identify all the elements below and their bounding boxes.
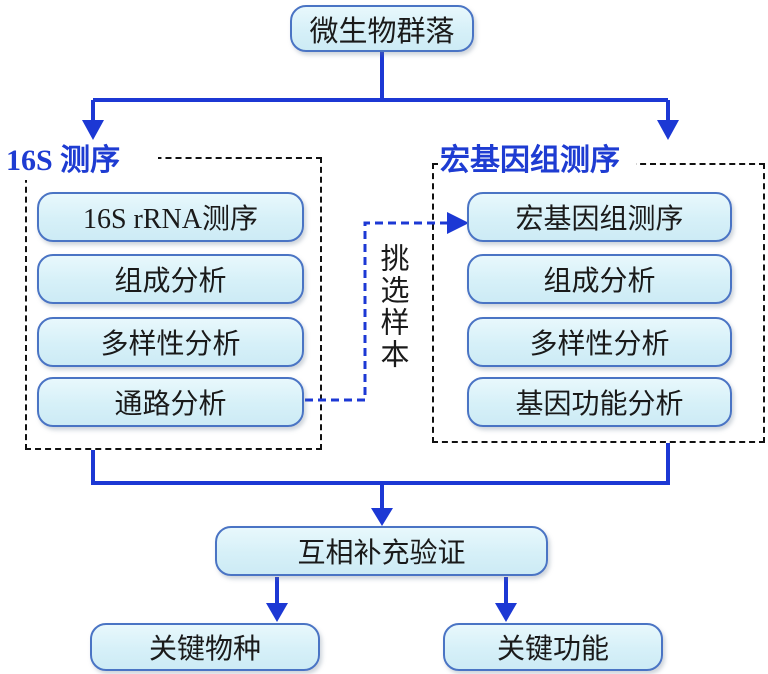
root-split-connector — [91, 52, 670, 122]
sample-selection-text: 挑选样本 — [376, 243, 408, 371]
right-group-title: 宏基因组测序 — [440, 142, 636, 180]
node-label: 关键物种 — [148, 634, 261, 665]
arrowhead-left-branch — [82, 120, 104, 140]
node-label: 通路分析 — [114, 389, 227, 420]
sample-selection-label: 挑选样本 — [371, 243, 413, 371]
node-left-diversity-analysis: 多样性分析 — [37, 317, 304, 367]
node-label: 基因功能分析 — [515, 389, 684, 420]
node-gene-function-analysis: 基因功能分析 — [467, 377, 732, 427]
left-group-title: 16S 测序 — [6, 142, 158, 180]
node-label: 多样性分析 — [100, 329, 241, 360]
arrowhead-right-branch — [657, 120, 679, 140]
node-metagenome-sequencing: 宏基因组测序 — [467, 192, 732, 242]
merge-connector — [91, 443, 670, 510]
arrowhead-output-right — [495, 603, 517, 622]
node-label: 组成分析 — [543, 266, 656, 297]
node-root: 微生物群落 — [290, 5, 474, 52]
node-pathway-analysis: 通路分析 — [37, 377, 304, 427]
right-group-title-label: 宏基因组测序 — [440, 144, 620, 177]
arrowhead-merge — [371, 508, 393, 526]
node-left-composition-analysis: 组成分析 — [37, 254, 304, 304]
node-key-species: 关键物种 — [90, 623, 320, 671]
node-16s-sequencing: 16S rRNA测序 — [37, 192, 304, 242]
left-group-title-label: 16S 测序 — [6, 144, 121, 177]
node-mutual-validation: 互相补充验证 — [215, 526, 548, 576]
node-label: 互相补充验证 — [297, 538, 466, 569]
output-connectors — [275, 577, 508, 605]
node-label: 宏基因组测序 — [515, 204, 684, 235]
node-right-composition-analysis: 组成分析 — [467, 254, 732, 304]
node-label: 多样性分析 — [529, 329, 670, 360]
node-right-diversity-analysis: 多样性分析 — [467, 317, 732, 367]
node-root-label: 微生物群落 — [309, 15, 455, 48]
node-label: 16S rRNA测序 — [82, 204, 258, 235]
arrowhead-output-left — [266, 603, 288, 622]
node-label: 关键功能 — [496, 634, 609, 665]
node-key-functions: 关键功能 — [443, 623, 663, 671]
node-label: 组成分析 — [114, 266, 227, 297]
